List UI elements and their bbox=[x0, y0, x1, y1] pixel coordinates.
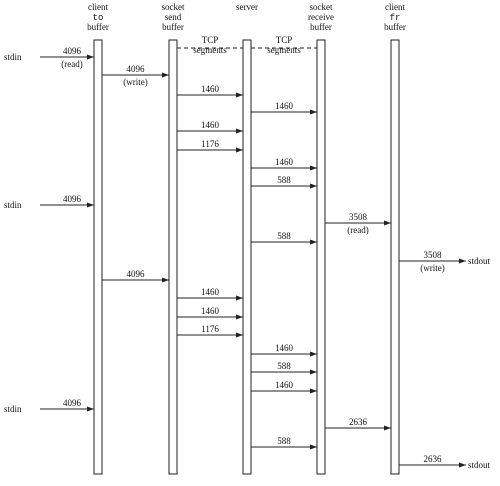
column-bar-client_to bbox=[93, 39, 103, 475]
column-header-client_to-line-1: to bbox=[93, 13, 104, 23]
arrow-13: 1460 bbox=[177, 287, 243, 301]
arrow-18: 1460 bbox=[251, 380, 317, 394]
arrow-sublabel-1: (write) bbox=[123, 77, 148, 87]
arrow-17: 588 bbox=[251, 361, 317, 375]
column-header-client_fr-line-2: buffer bbox=[384, 22, 406, 32]
arrow-label-14: 1460 bbox=[201, 306, 220, 316]
arrow-label-3: 1460 bbox=[275, 101, 294, 111]
arrow-5: 1176 bbox=[177, 139, 243, 153]
arrow-label-16: 1460 bbox=[275, 343, 294, 353]
arrow-11: 3508 (write) stdout bbox=[399, 250, 491, 273]
arrow-label-15: 1176 bbox=[201, 324, 219, 334]
column-header-send_buffer-line-0: socket bbox=[162, 2, 185, 12]
column-header-client_to-line-0: client bbox=[88, 2, 108, 12]
arrow-14: 1460 bbox=[177, 306, 243, 320]
arrow-sublabel-9: (read) bbox=[347, 225, 368, 235]
arrow-label-11: 3508 bbox=[424, 250, 443, 260]
arrow-sublabel-0: (read) bbox=[61, 59, 82, 69]
stdout-label-11: stdout bbox=[468, 256, 491, 266]
arrow-label-6: 1460 bbox=[275, 157, 294, 167]
arrow-22: 2636 stdout bbox=[399, 454, 491, 470]
tcp-segments-label-0-line-1: segments bbox=[193, 45, 227, 55]
column-header-send_buffer-line-2: buffer bbox=[162, 22, 184, 32]
arrow-label-8: 4096 bbox=[63, 194, 82, 204]
column-header-server-line-0: server bbox=[236, 2, 258, 12]
arrow-15: 1176 bbox=[177, 324, 243, 338]
arrow-3: 1460 bbox=[251, 101, 317, 115]
arrow-label-18: 1460 bbox=[275, 380, 294, 390]
stdin-label-19: stdin bbox=[4, 404, 22, 414]
arrow-label-4: 1460 bbox=[201, 120, 220, 130]
column-bar-server bbox=[242, 39, 252, 475]
arrow-6: 1460 bbox=[251, 157, 317, 171]
arrow-label-20: 2636 bbox=[349, 417, 368, 427]
column-header-client_fr-line-1: fr bbox=[390, 13, 401, 23]
arrow-label-7: 588 bbox=[277, 175, 291, 185]
stdout-label-22: stdout bbox=[468, 460, 491, 470]
arrow-7: 588 bbox=[251, 175, 317, 189]
column-header-recv_buffer-line-1: receive bbox=[308, 12, 334, 22]
stdin-label-8: stdin bbox=[4, 200, 22, 210]
arrow-2: 1460 bbox=[177, 84, 243, 98]
tcp-segments-label-0-line-0: TCP bbox=[202, 35, 219, 45]
arrow-label-0: 4096 bbox=[63, 46, 82, 56]
column-bar-send_buffer bbox=[168, 39, 178, 475]
arrow-19: 4096 stdin bbox=[4, 398, 94, 414]
arrow-21: 588 bbox=[251, 436, 317, 450]
column-bar-client_fr bbox=[390, 39, 400, 475]
tcp-segments-label-1-line-1: segments bbox=[267, 45, 301, 55]
arrow-label-9: 3508 bbox=[349, 212, 368, 222]
arrow-1: 4096 (write) bbox=[102, 64, 169, 87]
arrow-sublabel-11: (write) bbox=[420, 263, 445, 273]
column-header-send_buffer-line-1: send bbox=[165, 12, 182, 22]
stdin-label-0: stdin bbox=[4, 52, 22, 62]
arrow-label-19: 4096 bbox=[63, 398, 82, 408]
column-header-client_fr-line-0: client bbox=[385, 2, 405, 12]
arrow-label-5: 1176 bbox=[201, 139, 219, 149]
arrow-label-12: 4096 bbox=[127, 269, 146, 279]
arrows-layer: 4096 (read) stdin 4096 (write) 1460 1460 1460 11… bbox=[4, 46, 491, 470]
arrow-label-22: 2636 bbox=[424, 454, 443, 464]
arrow-20: 2636 bbox=[325, 417, 391, 431]
arrow-label-2: 1460 bbox=[201, 84, 220, 94]
arrow-8: 4096 stdin bbox=[4, 194, 94, 210]
arrow-10: 588 bbox=[251, 231, 317, 245]
arrow-label-13: 1460 bbox=[201, 287, 220, 297]
arrow-0: 4096 (read) stdin bbox=[4, 46, 94, 69]
arrow-label-10: 588 bbox=[277, 231, 291, 241]
arrow-label-17: 588 bbox=[277, 361, 291, 371]
column-header-recv_buffer-line-2: buffer bbox=[310, 22, 332, 32]
column-header-client_to-line-2: buffer bbox=[87, 22, 109, 32]
column-bar-recv_buffer bbox=[316, 39, 326, 475]
column-header-recv_buffer-line-0: socket bbox=[310, 2, 333, 12]
arrow-label-21: 588 bbox=[277, 436, 291, 446]
tcp-segments-label-1-line-0: TCP bbox=[276, 35, 293, 45]
arrow-label-1: 4096 bbox=[127, 64, 146, 74]
arrow-16: 1460 bbox=[251, 343, 317, 357]
arrow-12: 4096 bbox=[102, 269, 169, 283]
arrow-4: 1460 bbox=[177, 120, 243, 134]
arrow-9: 3508 (read) bbox=[325, 212, 391, 235]
